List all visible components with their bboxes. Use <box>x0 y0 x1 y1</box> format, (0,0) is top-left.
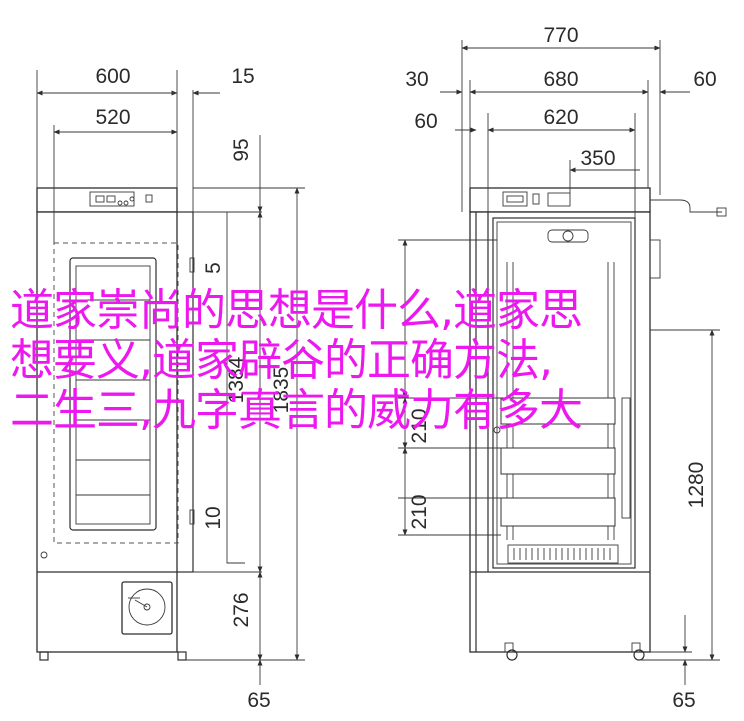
dim-620: 620 <box>543 106 578 129</box>
dim-276: 276 <box>230 592 253 627</box>
dim-60-right: 60 <box>693 68 716 91</box>
side-cabinet <box>469 211 651 653</box>
side-top-section <box>469 187 651 213</box>
dim-210-lower: 210 <box>408 494 431 529</box>
dim-60-left: 60 <box>414 110 437 133</box>
overlay-title: 道家崇尚的思想是什么,道家思 想要义,道家辟谷的正确方法, 二生三,九字真言的威… <box>10 286 744 436</box>
dim-600: 600 <box>95 65 130 88</box>
dim-1280: 1280 <box>685 462 708 509</box>
dim-30: 30 <box>405 68 428 91</box>
dim-210-upper: 210 <box>408 408 431 443</box>
dim-10: 10 <box>202 506 225 529</box>
dim-65-side: 65 <box>672 689 695 712</box>
dim-520: 520 <box>95 106 130 129</box>
front-cabinet <box>36 211 178 653</box>
dim-770: 770 <box>543 24 578 47</box>
dim-680: 680 <box>543 68 578 91</box>
dim-350: 350 <box>580 147 615 170</box>
front-chart-recorder <box>121 581 173 635</box>
overlay-title-line-2: 想要义,道家辟谷的正确方法, <box>10 335 553 386</box>
front-dimension-labels: 600 520 15 95 5 1384 1835 10 276 65 <box>95 65 293 712</box>
dim-1835: 1835 <box>270 367 293 414</box>
dim-65-front: 65 <box>247 689 270 712</box>
side-view <box>398 40 727 685</box>
side-inner-chamber <box>492 217 636 569</box>
dim-1384: 1384 <box>225 356 248 403</box>
overlay-title-line-1: 道家崇尚的思想是什么,道家思 <box>10 285 583 336</box>
front-view <box>36 70 305 685</box>
vent-slots <box>513 548 611 560</box>
power-cord <box>650 199 722 213</box>
dim-5: 5 <box>202 262 225 274</box>
overlay-title-line-3: 二生三,九字真言的威力有多大 <box>10 385 583 436</box>
side-shelves <box>500 397 616 527</box>
front-door-outline <box>53 242 179 544</box>
dim-95: 95 <box>230 138 253 161</box>
side-dimension-labels: 770 30 680 60 60 620 350 210 210 1280 65 <box>405 24 716 712</box>
front-glass-door <box>69 257 157 531</box>
front-shelves <box>76 299 150 496</box>
vent-grille <box>507 544 619 564</box>
dim-15: 15 <box>231 65 254 88</box>
